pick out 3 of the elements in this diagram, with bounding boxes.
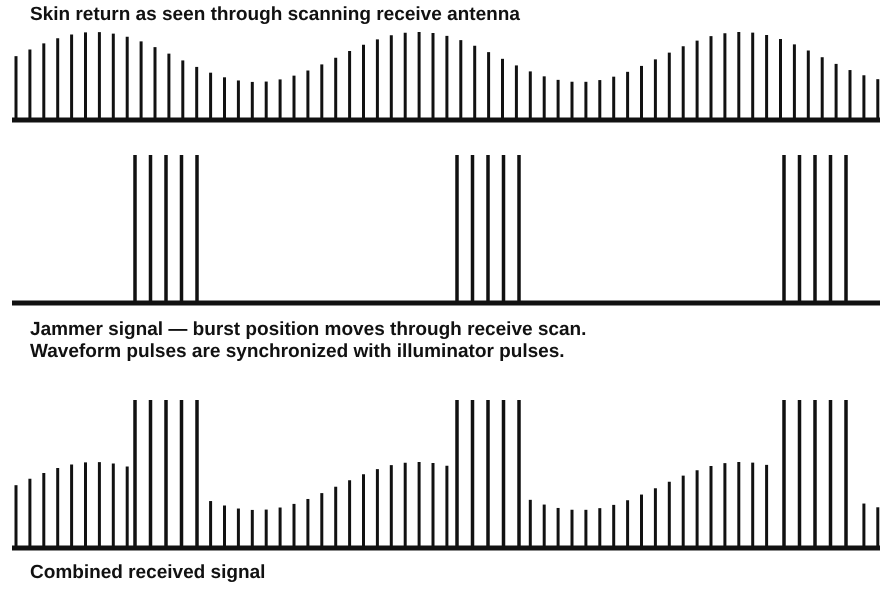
waveform-caption: Combined received signal: [30, 562, 266, 584]
waveform-caption: Skin return as seen through scanning receive antenna: [30, 4, 520, 26]
waveform-caption: Jammer signal — burst position moves through receive scan. Waveform pulses are synchronized with illuminator pulses.: [30, 319, 586, 363]
